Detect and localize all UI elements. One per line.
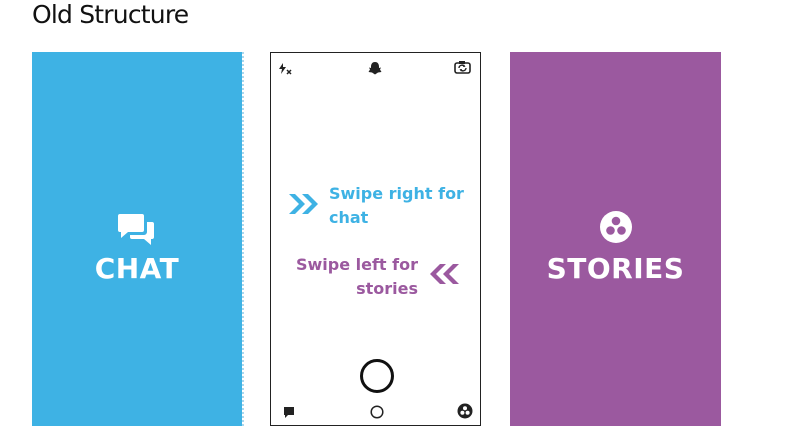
phone-camera-screen: Swipe right for chat Swipe left for stor… [270, 52, 481, 426]
memories-icon[interactable] [370, 404, 384, 423]
chat-icon[interactable] [283, 404, 295, 423]
stories-icon[interactable] [457, 403, 473, 423]
flash-icon[interactable] [278, 61, 292, 80]
swipe-left-line1: Swipe left for [295, 255, 418, 274]
stories-panel: STORIES [510, 52, 721, 426]
swipe-left-hint: Swipe left for stories [296, 253, 418, 301]
stories-circle-icon [599, 210, 633, 248]
page-title: Old Structure [32, 0, 189, 29]
ghost-logo-icon [368, 61, 382, 80]
capture-button[interactable] [359, 358, 395, 398]
chat-bubbles-icon [118, 212, 156, 250]
chat-panel: CHAT [32, 52, 244, 426]
camera-flip-icon[interactable] [454, 60, 472, 79]
swipe-right-line1: Swipe right for [329, 184, 464, 203]
double-chevron-right-icon [287, 192, 321, 220]
double-chevron-left-icon [427, 262, 461, 290]
swipe-right-line2: chat [329, 208, 369, 227]
chat-label: CHAT [94, 252, 180, 285]
stories-label: STORIES [546, 252, 685, 285]
swipe-left-line2: stories [356, 279, 418, 298]
swipe-right-hint: Swipe right for chat [329, 182, 464, 230]
